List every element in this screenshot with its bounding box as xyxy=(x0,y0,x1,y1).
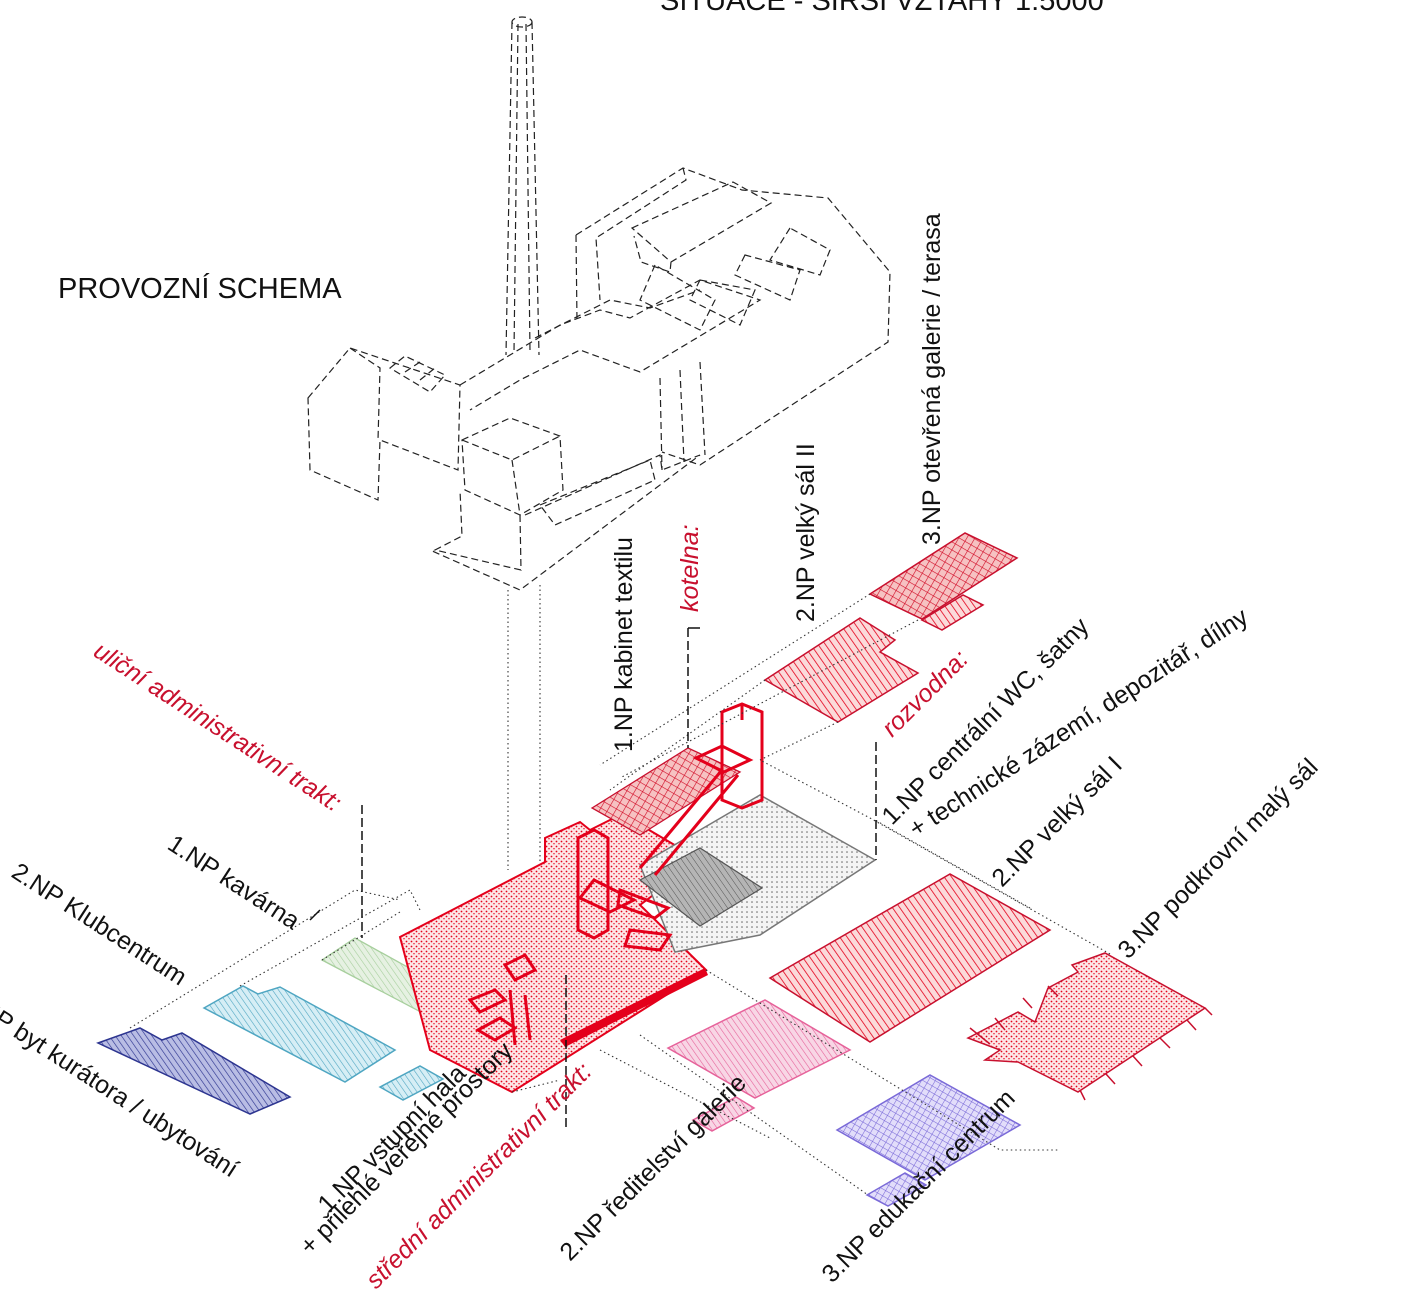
chimney xyxy=(505,16,540,356)
plan-edukacni-small xyxy=(865,1172,928,1207)
plan-velky-sal-1 xyxy=(768,873,1052,1043)
plan-stair-front xyxy=(560,968,708,1047)
plan-terasa-stair xyxy=(920,594,985,631)
plan-depozitar xyxy=(638,847,764,927)
plan-byt-kuratora xyxy=(96,1027,292,1115)
scheme-title: PROVOZNÍ SCHEMA xyxy=(58,272,342,305)
label-velky-sal-2: 2.NP velký sál II xyxy=(792,443,820,622)
plan-edukacni-centrum xyxy=(835,1074,1022,1181)
plan-klubcentrum-small xyxy=(378,1065,445,1101)
plan-podkrovni-maly-sal xyxy=(966,952,1207,1093)
situation-title: SITUACE - ŠIRŠÍ VZTAHY 1:5000 xyxy=(660,0,1104,17)
plan-otevrena-galerie xyxy=(868,532,1019,620)
label-kotelna: kotelna: xyxy=(676,524,704,612)
label-otevrena-galerie: 3.NP otevřená galerie / terasa xyxy=(918,213,946,545)
label-podkrovni-sal: 3.NP podkrovní malý sál xyxy=(1112,753,1323,964)
plan-klubcentrum xyxy=(202,985,397,1083)
plan-reditelstvi-small xyxy=(691,1096,756,1132)
plan-vstupni-hala xyxy=(398,812,708,1094)
label-kavarna: 1.NP kavárna xyxy=(163,830,305,936)
podkrovni-ticks xyxy=(969,985,1213,1101)
label-klubcentrum: 2.NP Klubcentrum xyxy=(7,858,192,992)
leader-lines xyxy=(309,627,877,1130)
plan-reditelstvi xyxy=(666,999,852,1099)
plan-kabinet-textilu xyxy=(590,747,742,836)
label-kabinet-textilu: 1.NP kabinet textilu xyxy=(610,537,638,752)
building-wireframe xyxy=(307,16,891,591)
label-ulicni-trakt: uliční administrativní trakt: xyxy=(89,637,347,818)
vertical-circulation xyxy=(467,702,764,1046)
label-reditelstvi: 2.NP ředitelství galerie xyxy=(554,1069,751,1266)
